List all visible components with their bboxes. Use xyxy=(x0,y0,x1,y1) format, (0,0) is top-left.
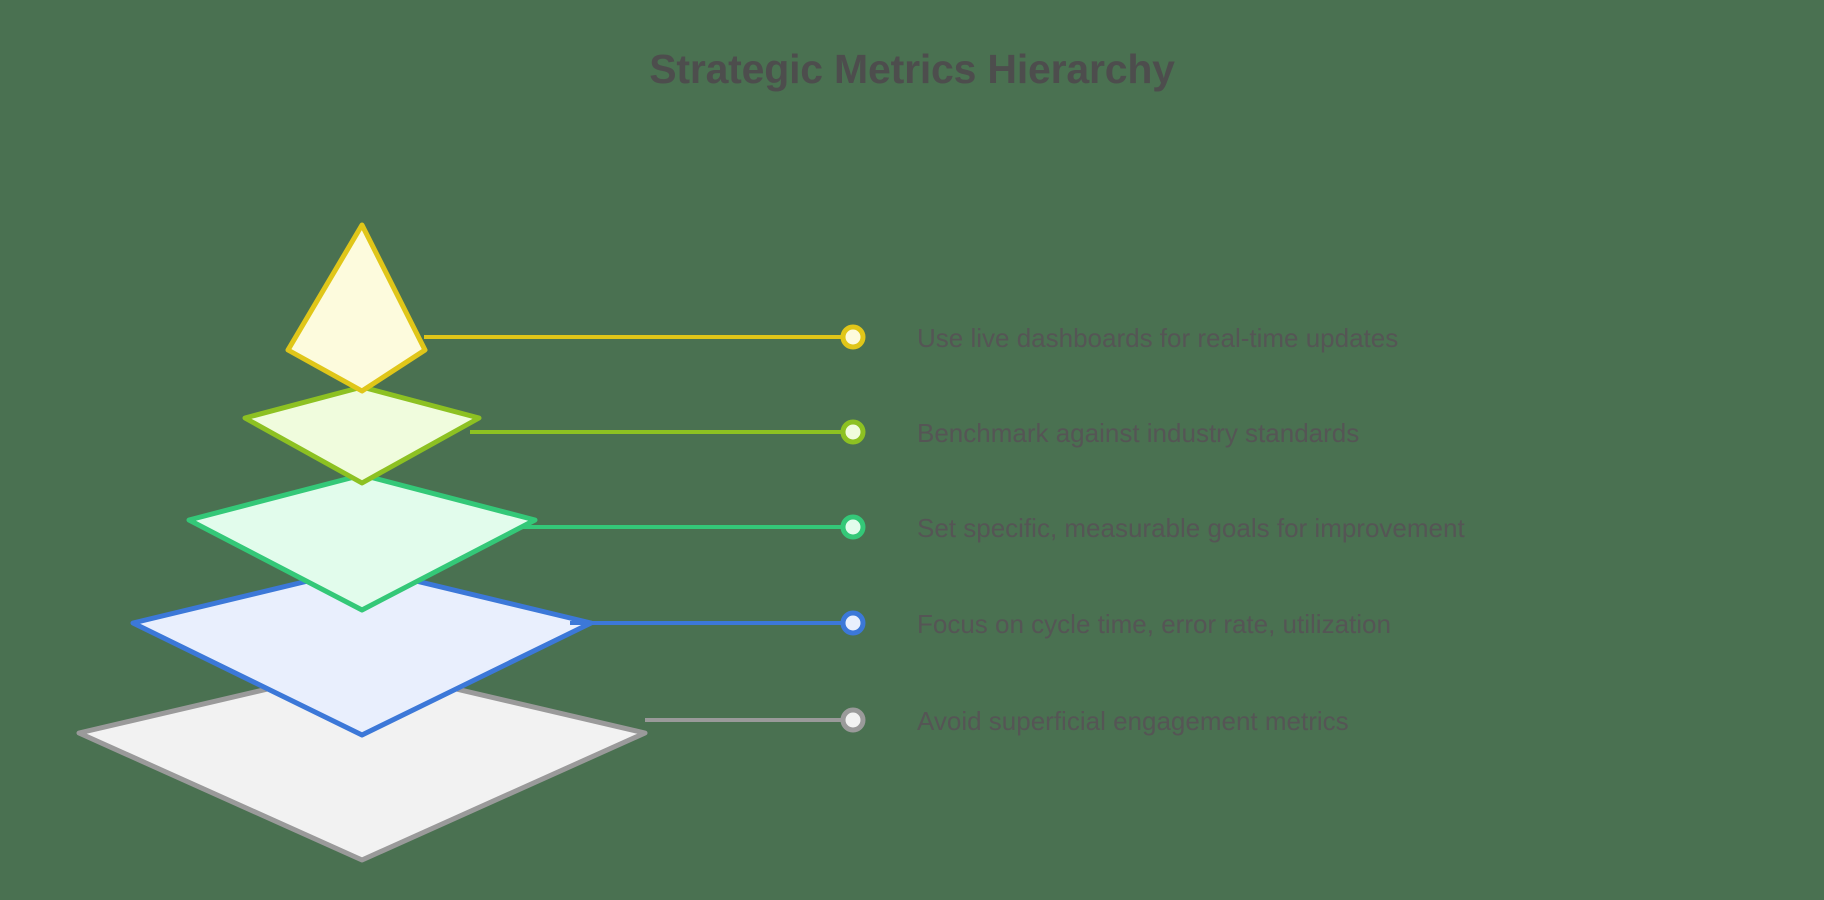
level-label-top[interactable]: Use live dashboards for real-time update… xyxy=(917,323,1399,353)
pyramid-level-top[interactable] xyxy=(285,222,866,394)
pyramid-level-second[interactable] xyxy=(242,384,866,486)
leader-marker-bottom[interactable] xyxy=(840,707,866,733)
pyramid-level-fourth[interactable] xyxy=(130,565,866,738)
level-label-second[interactable]: Benchmark against industry standards xyxy=(917,418,1360,448)
page-title: Strategic Metrics Hierarchy xyxy=(649,46,1175,92)
level-shape-bottom[interactable] xyxy=(76,664,648,863)
pyramid-level-bottom[interactable] xyxy=(76,664,866,863)
level-label-bottom[interactable]: Avoid superficial engagement metrics xyxy=(917,706,1349,736)
pyramid-level-third[interactable] xyxy=(186,472,866,613)
level-label-third[interactable]: Set specific, measurable goals for impro… xyxy=(917,513,1465,543)
leader-marker-third[interactable] xyxy=(840,514,866,540)
leader-marker-fourth[interactable] xyxy=(840,610,866,636)
level-shape-fourth[interactable] xyxy=(130,565,594,738)
level-label-fourth[interactable]: Focus on cycle time, error rate, utiliza… xyxy=(917,609,1391,639)
level-shape-second[interactable] xyxy=(242,384,482,486)
leader-marker-top[interactable] xyxy=(840,324,866,350)
level-shape-third[interactable] xyxy=(186,472,538,613)
leader-marker-second[interactable] xyxy=(840,419,866,445)
level-shape-top[interactable] xyxy=(285,222,428,394)
